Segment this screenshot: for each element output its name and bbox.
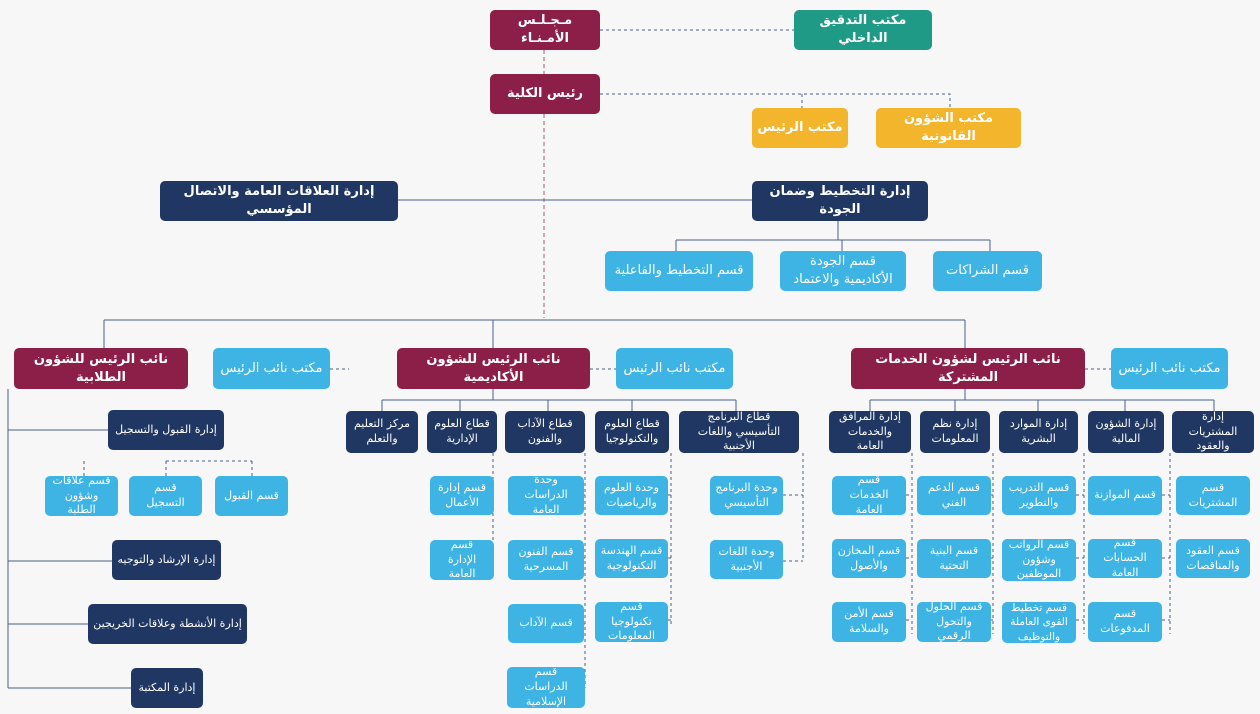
- budget-section[interactable]: قسم الموازنة: [1088, 476, 1162, 515]
- planning-effectiveness-section[interactable]: قسم التخطيط والفاعلية: [605, 251, 753, 291]
- vp-academic-office[interactable]: مكتب نائب الرئيس: [616, 348, 733, 389]
- partnerships-section[interactable]: قسم الشراكات: [933, 251, 1042, 291]
- planning-quality-dept[interactable]: إدارة التخطيط وضمان الجودة: [752, 181, 928, 221]
- activities-alumni-dept[interactable]: إدارة الأنشطة وعلاقات الخريجين: [88, 604, 247, 644]
- training-section[interactable]: قسم التدريب والتطوير: [1002, 476, 1076, 515]
- hr-dept[interactable]: إدارة الموارد البشرية: [999, 411, 1078, 453]
- theater-arts-section[interactable]: قسم الفنون المسرحية: [508, 540, 584, 580]
- vp-student-office[interactable]: مكتب نائب الرئيس: [213, 348, 330, 389]
- literature-section[interactable]: قسم الآداب: [508, 604, 584, 643]
- science-math-unit[interactable]: وحدة العلوم والرياضيات: [595, 476, 668, 515]
- foundation-sector[interactable]: قطاع البرنامج التأسيسي واللغات الأجنبية: [679, 410, 799, 453]
- admission-section[interactable]: قسم القبول: [215, 476, 288, 516]
- foundation-unit[interactable]: وحدة البرنامج التأسيسي: [710, 476, 783, 515]
- warehouses-section[interactable]: قسم المخازن والأصول: [832, 539, 906, 578]
- payments-section[interactable]: قسم المدفوعات: [1088, 602, 1162, 642]
- infrastructure-section[interactable]: قسم البنية التحتية: [917, 539, 991, 578]
- procurement-dept[interactable]: إدارة المشتريات والعقود: [1172, 410, 1254, 453]
- digital-solutions-section[interactable]: قسم الحلول والتحول الرقمي: [917, 600, 991, 642]
- president-office[interactable]: مكتب الرئيس: [752, 108, 848, 148]
- tech-support-section[interactable]: قسم الدعم الفني: [917, 476, 991, 515]
- facilities-dept[interactable]: إدارة المرافق والخدمات العامة: [829, 410, 911, 453]
- board-of-trustees[interactable]: مـجـلـس الأمـنـاء: [490, 10, 600, 50]
- general-services-section[interactable]: قسم الخدمات العامة: [832, 473, 906, 516]
- procurement-section[interactable]: قسم المشتريات: [1176, 476, 1250, 515]
- vp-shared-services[interactable]: نائب الرئيس لشؤون الخدمات المشتركة: [851, 348, 1085, 389]
- payroll-section[interactable]: قسم الرواتب وشؤون الموظفين: [1002, 538, 1076, 581]
- it-section[interactable]: قسم تكنولوجيا المعلومات: [595, 600, 668, 642]
- college-dean[interactable]: رئيس الكلية: [490, 74, 600, 114]
- admin-sciences-sector[interactable]: قطاع العلوم الإدارية: [427, 411, 497, 453]
- legal-affairs-office[interactable]: مكتب الشؤون القانونية: [876, 108, 1021, 148]
- vp-shared-office[interactable]: مكتب نائب الرئيس: [1111, 348, 1228, 389]
- workforce-section[interactable]: قسم تخطيط القوى العاملة والتوظيف: [1002, 602, 1076, 643]
- internal-audit-office[interactable]: مكتب التدقيق الداخلي: [794, 10, 932, 50]
- engineering-section[interactable]: قسم الهندسة التكنولوجية: [595, 539, 668, 578]
- security-safety-section[interactable]: قسم الأمن والسلامة: [832, 602, 906, 642]
- public-admin-section[interactable]: قسم الإدارة العامة: [430, 538, 494, 580]
- general-studies-unit[interactable]: وحدة الدراسات العامة: [508, 473, 584, 516]
- vp-student-affairs[interactable]: نائب الرئيس للشؤون الطلابية: [14, 348, 188, 389]
- islamic-studies-section[interactable]: قسم الدراسات الإسلامية: [507, 665, 585, 708]
- science-tech-sector[interactable]: قطاع العلوم والتكنولوجيا: [595, 411, 669, 453]
- student-relations-section[interactable]: قسم علاقات وشؤون الطلبة: [45, 474, 118, 516]
- guidance-dept[interactable]: إدارة الإرشاد والتوجيه: [112, 540, 221, 580]
- business-admin-section[interactable]: قسم إدارة الأعمال: [430, 476, 494, 515]
- admissions-dept[interactable]: إدارة القبول والتسجيل: [108, 410, 224, 450]
- languages-unit[interactable]: وحدة اللغات الأجنبية: [710, 540, 783, 579]
- learning-center[interactable]: مركز التعليم والتعلم: [346, 411, 418, 453]
- public-relations-dept[interactable]: إدارة العلاقات العامة والاتصال المؤسسي: [160, 181, 398, 221]
- it-dept[interactable]: إدارة نظم المعلومات: [920, 411, 990, 453]
- registration-section[interactable]: قسم التسجيل: [129, 476, 202, 516]
- vp-academic-affairs[interactable]: نائب الرئيس للشؤون الأكاديمية: [397, 348, 590, 389]
- finance-dept[interactable]: إدارة الشؤون المالية: [1088, 411, 1164, 453]
- academic-quality-section[interactable]: قسم الجودة الأكاديمية والاعتماد: [780, 251, 906, 291]
- library-dept[interactable]: إدارة المكتبة: [131, 668, 203, 708]
- arts-sector[interactable]: قطاع الآداب والفنون: [505, 411, 585, 453]
- contracts-section[interactable]: قسم العقود والمناقصات: [1176, 539, 1250, 578]
- accounts-section[interactable]: قسم الحسابات العامة: [1088, 536, 1162, 579]
